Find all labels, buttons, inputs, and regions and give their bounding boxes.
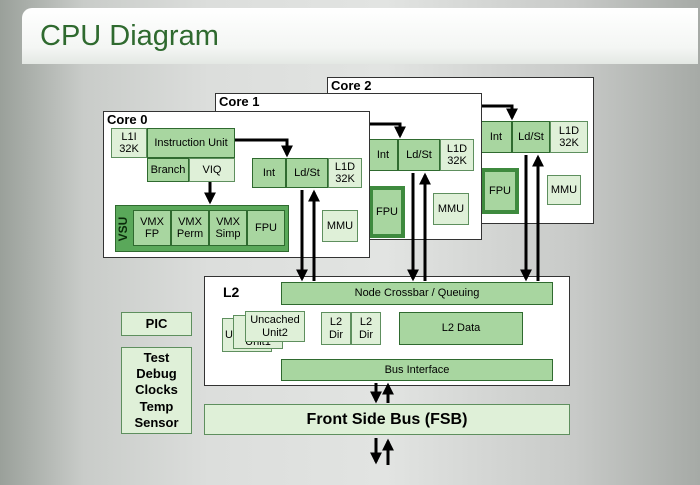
core-0-label: Core 0: [107, 112, 148, 127]
core-1-l1d: L1D 32K: [440, 139, 474, 171]
test-debug-block: Test Debug Clocks Temp Sensor: [121, 347, 192, 434]
title-bar: [22, 8, 698, 64]
front-side-bus: Front Side Bus (FSB): [204, 404, 570, 435]
l2-dir-1: L2 Dir: [321, 312, 351, 345]
pic-block: PIC: [121, 312, 192, 336]
l2-data: L2 Data: [399, 312, 523, 345]
page-title: CPU Diagram: [40, 20, 219, 52]
node-crossbar: Node Crossbar / Queuing: [281, 282, 553, 305]
core-2-l1d: L1D 32K: [550, 121, 588, 153]
l2-dir-2: L2 Dir: [351, 312, 381, 345]
core-0-vmx-simp: VMX Simp: [209, 210, 247, 246]
core-1-mmu: MMU: [433, 193, 469, 225]
core-2-int: Int: [480, 121, 512, 153]
core-0-mmu: MMU: [322, 210, 358, 242]
core-0-viq: VIQ: [189, 158, 235, 182]
core-0-l1i: L1I 32K: [111, 128, 147, 158]
l2-label: L2: [223, 284, 240, 300]
bus-interface: Bus Interface: [281, 359, 553, 381]
core-2-ldst: Ld/St: [512, 121, 550, 153]
core-0-fpu: FPU: [247, 210, 285, 246]
core-1-ldst: Ld/St: [398, 139, 440, 171]
core-0-ldst: Ld/St: [286, 158, 328, 188]
core-0-instruction-unit: Instruction Unit: [147, 128, 235, 158]
uncached-unit-2: Uncached Unit2: [245, 311, 305, 342]
core-0-vmx-perm: VMX Perm: [171, 210, 209, 246]
core-2-mmu: MMU: [547, 175, 581, 205]
core-2-fpu: FPU: [481, 168, 519, 214]
core-1-label: Core 1: [219, 94, 260, 109]
core-2-label: Core 2: [331, 78, 372, 93]
core-0-l1d: L1D 32K: [328, 158, 362, 188]
core-0-int: Int: [252, 158, 286, 188]
core-0-branch: Branch: [147, 158, 189, 182]
core-0-vmx-fp: VMX FP: [133, 210, 171, 246]
core-1-fpu: FPU: [369, 186, 405, 238]
